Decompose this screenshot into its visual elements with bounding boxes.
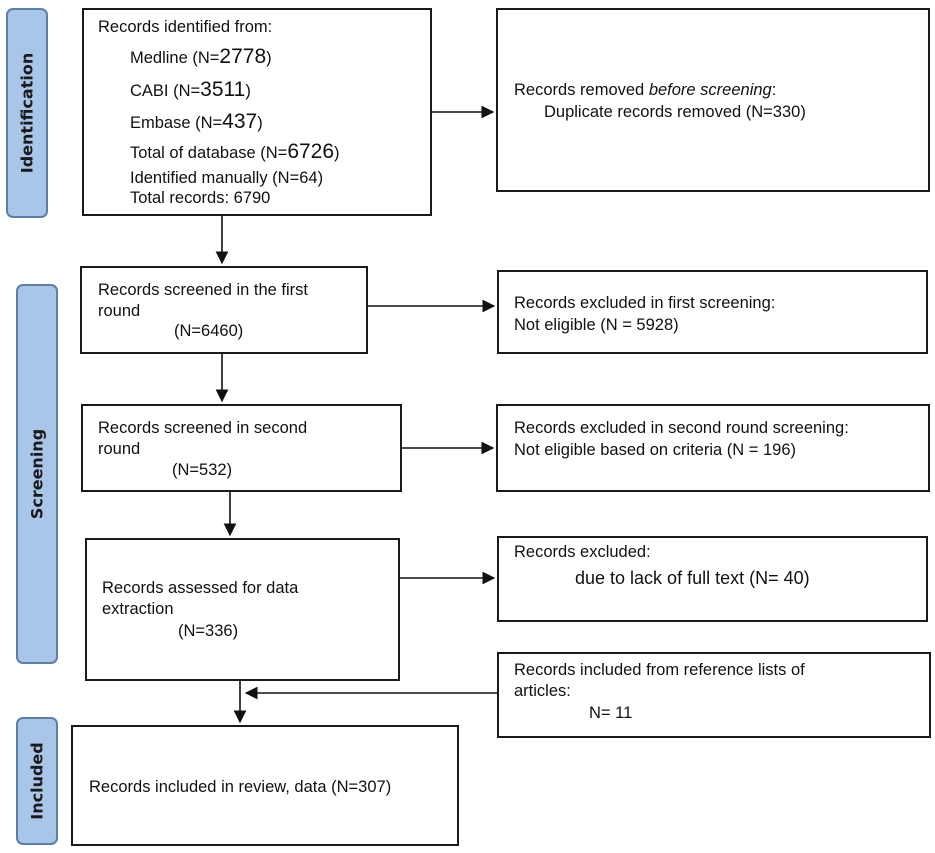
identified-manually-count: Identified manually (N=64)	[130, 169, 324, 187]
stage-included: Included	[16, 717, 58, 845]
stage-identification: Identification	[6, 8, 48, 218]
screened-second-round-line2: round	[98, 440, 141, 458]
screened-first-round-line2: round	[98, 302, 141, 320]
excluded-full-text-line1: Records excluded:	[514, 543, 651, 561]
screened-second-round-box	[81, 404, 402, 492]
duplicates-removed-count: Duplicate records removed (N=330)	[544, 103, 806, 121]
embase-count: Embase (N=437)	[130, 110, 263, 133]
excluded-first-screening-line2: Not eligible (N = 5928)	[514, 316, 679, 334]
total-records-count: Total records: 6790	[130, 189, 271, 207]
reference-lists-box	[497, 652, 931, 738]
excluded-first-screening-line1: Records excluded in first screening:	[514, 294, 776, 312]
reference-lists-line2: articles:	[514, 682, 571, 700]
screened-first-round-line1: Records screened in the first	[98, 281, 309, 299]
cabi-count: CABI (N=3511)	[130, 78, 251, 101]
total-database-count: Total of database (N=6726)	[130, 140, 340, 163]
included-in-review-box	[71, 725, 459, 846]
records-identified-heading: Records identified from:	[98, 18, 273, 36]
assessed-extraction-line2: extraction	[102, 600, 174, 618]
excluded-full-text-box	[497, 536, 928, 622]
screened-first-round-box	[80, 266, 368, 354]
records-removed-heading: Records removed before screening:	[514, 81, 777, 99]
records-removed-box	[496, 8, 930, 192]
records-identified-box	[82, 8, 432, 216]
assessed-extraction-count: (N=336)	[178, 622, 239, 640]
screened-first-round-count: (N=6460)	[174, 322, 244, 340]
excluded-second-round-box	[496, 404, 930, 492]
medline-count: Medline (N=2778)	[130, 45, 272, 68]
excluded-second-round-line1: Records excluded in second round screeni…	[514, 419, 849, 437]
assessed-extraction-box	[85, 538, 400, 681]
screened-second-round-line1: Records screened in second	[98, 419, 308, 437]
excluded-second-round-line2: Not eligible based on criteria (N = 196)	[514, 441, 797, 459]
reference-lists-count: N= 11	[589, 704, 633, 722]
reference-lists-line1: Records included from reference lists of	[514, 661, 805, 679]
included-in-review-line1: Records included in review, data (N=307)	[89, 778, 392, 796]
assessed-extraction-line1: Records assessed for data	[102, 579, 299, 597]
excluded-full-text-line2: due to lack of full text (N= 40)	[575, 568, 810, 588]
stage-screening: Screening	[16, 284, 58, 664]
screened-second-round-count: (N=532)	[172, 461, 233, 479]
excluded-first-screening-box	[497, 270, 928, 354]
